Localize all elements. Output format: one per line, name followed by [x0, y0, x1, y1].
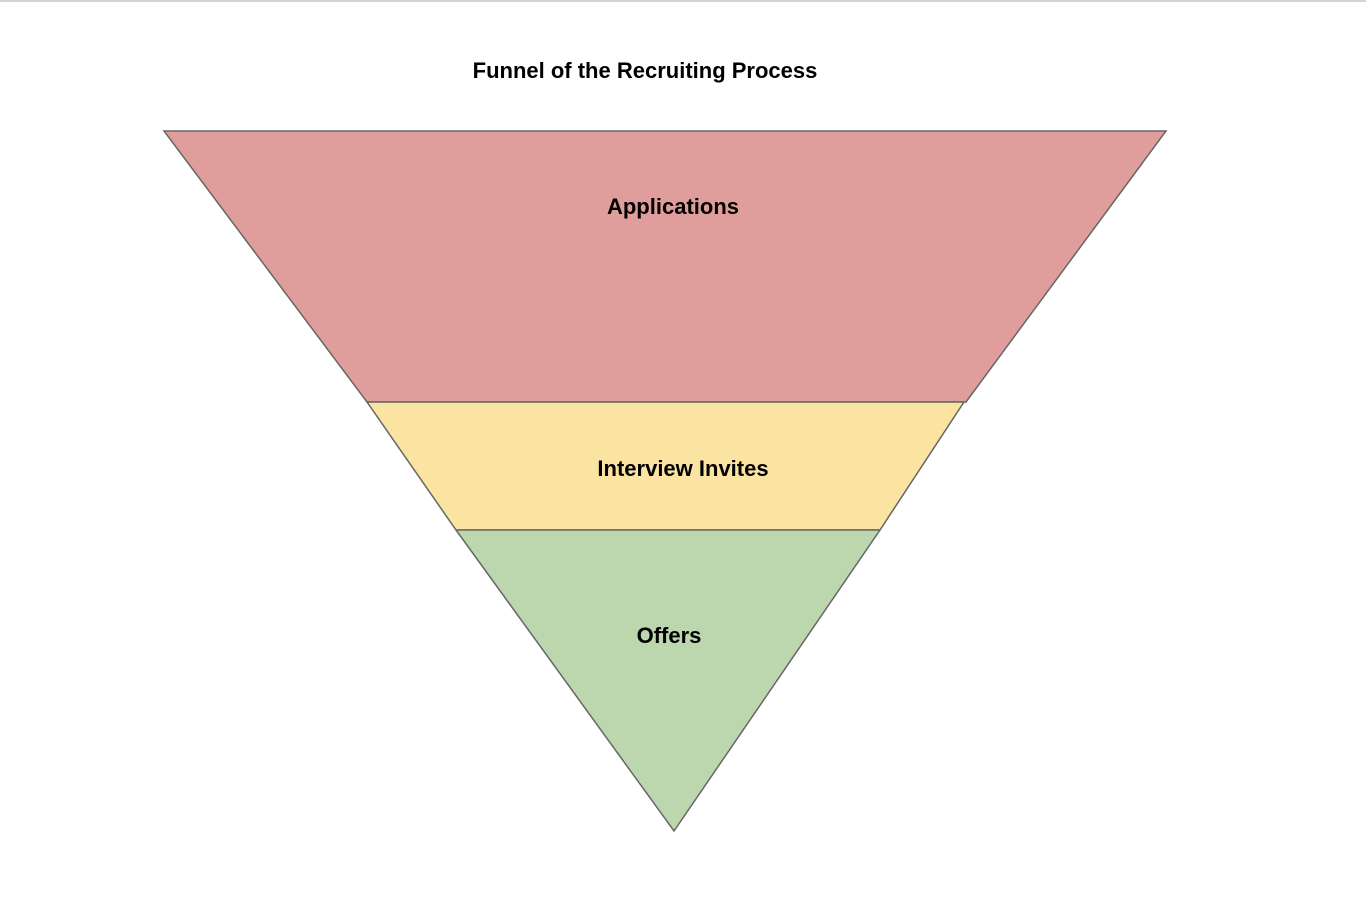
funnel-stage-offers — [454, 529, 882, 833]
funnel-stage-applications — [162, 130, 1168, 403]
top-border — [0, 0, 1366, 2]
stage-label-offers: Offers — [637, 623, 702, 648]
diagram-title: Funnel of the Recruiting Process — [473, 58, 818, 83]
stage-label-interview-invites: Interview Invites — [597, 456, 768, 481]
stage-label-applications: Applications — [607, 194, 739, 219]
